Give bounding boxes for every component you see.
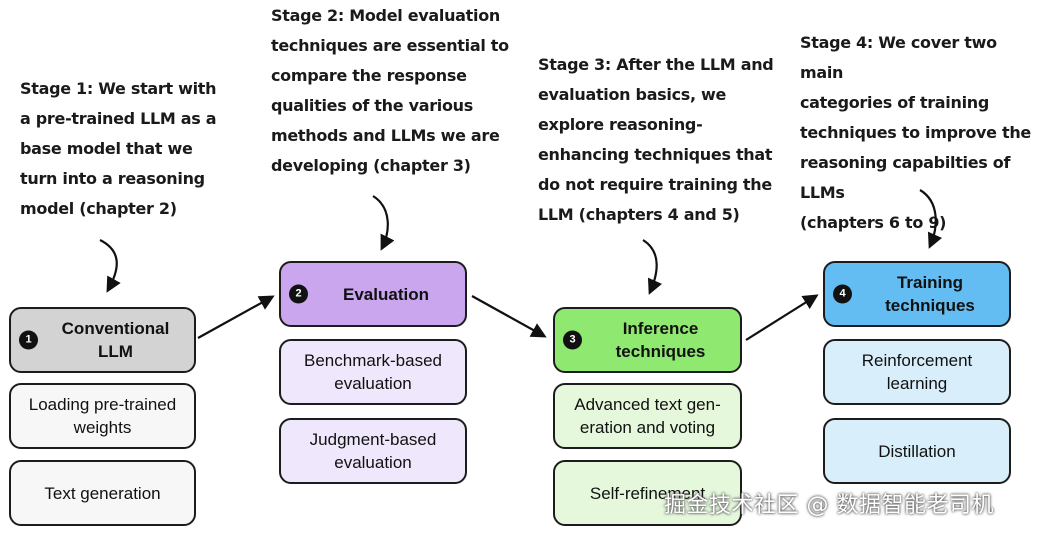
stage-3-number-badge: 3 (563, 330, 582, 350)
flow-arrow-2-to-3 (471, 295, 547, 338)
stage-4-item-2: Distillation (823, 418, 1011, 484)
stage-1-item-1-label: Loading pre-trained weights (28, 395, 177, 437)
stage-2-item-2: Judgment-based evaluation (279, 418, 467, 484)
stage-3-item-2: Self-refinement (553, 460, 742, 526)
stage-3-caption: Stage 3: After the LLM and evaluation ba… (538, 55, 774, 224)
flow-arrow-3-to-4 (745, 294, 819, 341)
stage-1-head-box: 1 Conventional LLM (9, 307, 196, 373)
stage-3-item-2-label: Self-refinement (589, 483, 706, 503)
stage-4-item-1-label: Reinforcement learning (861, 351, 973, 393)
stage-1-item-2: Text generation (9, 460, 196, 526)
stage-1-item-2-label: Text generation (44, 483, 161, 503)
stage-3-caption-arrow (642, 239, 663, 295)
stage-2-item-1: Benchmark-based evaluation (279, 339, 467, 405)
stage-3-head-label: Inference techniques (615, 319, 706, 361)
stage-3-item-1-label: Advanced text gen- eration and voting (574, 395, 721, 437)
stage-4-head-label: Training techniques (885, 273, 975, 315)
stage-2-number-badge: 2 (289, 284, 308, 304)
stage-1-caption-arrow (99, 239, 121, 293)
stage-4-caption-arrow (919, 189, 943, 249)
stage-1-caption: Stage 1: We start with a pre-trained LLM… (20, 79, 217, 218)
stage-2-caption-arrow (372, 195, 395, 251)
stage-4-caption: Stage 4: We cover two main categories of… (800, 33, 1031, 232)
stage-3-head-box: 3 Inference techniques (553, 307, 742, 373)
stage-4-number-badge: 4 (833, 284, 852, 304)
stage-2-caption: Stage 2: Model evaluation techniques are… (271, 6, 509, 175)
stage-1-number-badge: 1 (19, 330, 38, 350)
stage-2-head-box: 2 Evaluation (279, 261, 467, 327)
stage-2-item-1-label: Benchmark-based evaluation (304, 351, 442, 393)
stage-3-item-1: Advanced text gen- eration and voting (553, 383, 742, 449)
flow-arrow-1-to-2 (197, 295, 275, 339)
stage-2-head-label: Evaluation (343, 284, 429, 304)
watermark-text: 掘金技术社区 @ 数据智能老司机 (664, 493, 994, 518)
stage-4-head-box: 4 Training techniques (823, 261, 1011, 327)
stage-4-item-2-label: Distillation (878, 441, 956, 461)
stage-4-item-1: Reinforcement learning (823, 339, 1011, 405)
stage-1-item-1: Loading pre-trained weights (9, 383, 196, 449)
stage-1-head-label: Conventional LLM (61, 319, 170, 361)
stage-2-item-2-label: Judgment-based evaluation (309, 430, 437, 472)
